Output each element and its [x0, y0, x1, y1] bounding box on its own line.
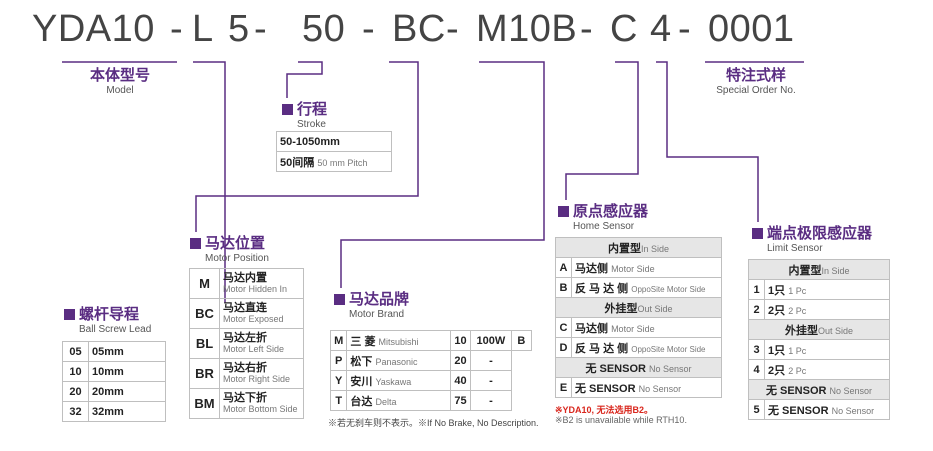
- home-sensor-note: ※B2 is unavailable while RTH10.: [555, 415, 687, 425]
- code-part-model: YDA10: [32, 8, 155, 50]
- square-bullet-icon: [558, 206, 569, 217]
- line-limit-sensor: [656, 61, 759, 222]
- line-lead: [193, 61, 226, 303]
- table-row: 50-1050mm: [276, 131, 392, 152]
- motor-brand-note: ※若无刹车则不表示。※If No Brake, No Description.: [328, 418, 539, 428]
- code-part-home-sensor: C: [610, 8, 638, 50]
- code-sep: -: [446, 8, 460, 50]
- home-sensor-note-red: ※YDA10, 无法选用B2。: [555, 405, 654, 415]
- motor-brand-table: M 三 菱 Mitsubishi 10 100W B P 松下 Panasoni…: [329, 330, 533, 411]
- code-part-motor-position: BC: [392, 8, 446, 50]
- line-motor-brand: [340, 61, 545, 288]
- table-row: 无 SENSOR No Sensor: [555, 357, 722, 378]
- motor-brand-header: 马达品牌 Motor Brand: [334, 288, 409, 320]
- model-label: 本体型号 Model: [89, 67, 150, 96]
- table-row: P 松下 Panasonic 20 -: [329, 350, 532, 371]
- code-part-special: 0001: [708, 8, 795, 50]
- stroke-table: 50-1050mm 50间隔 50 mm Pitch: [276, 131, 392, 172]
- lead-header: 螺杆导程 Ball Screw Lead: [64, 303, 151, 335]
- code-part-limit-sensor: 4: [650, 8, 672, 50]
- table-row: 无 SENSOR No Sensor: [748, 379, 890, 400]
- square-bullet-icon: [752, 228, 763, 239]
- table-row: T 台达 Delta 75 -: [329, 390, 532, 411]
- table-row: Y 安川 Yaskawa 40 -: [329, 370, 532, 391]
- line-motor-position: [195, 61, 419, 232]
- square-bullet-icon: [190, 238, 201, 249]
- table-row: 内置型In Side: [748, 259, 890, 280]
- special-order-label: 特注式样 Special Order No.: [716, 67, 796, 96]
- code-sep: -: [678, 8, 692, 50]
- code-sep: -: [170, 8, 184, 50]
- table-row: 50间隔 50 mm Pitch: [276, 151, 392, 172]
- code-sep: -: [362, 8, 376, 50]
- table-row: 外挂型Out Side: [748, 319, 890, 340]
- square-bullet-icon: [282, 104, 293, 115]
- square-bullet-icon: [334, 294, 345, 305]
- code-part-motor-brand: M10B: [476, 8, 578, 50]
- square-bullet-icon: [64, 309, 75, 320]
- stroke-header: 行程 Stroke: [282, 98, 327, 130]
- home-sensor-header: 原点感应器 Home Sensor: [558, 200, 648, 232]
- table-row: 内置型In Side: [555, 237, 722, 258]
- line-stroke: [286, 61, 323, 98]
- table-row: M 三 菱 Mitsubishi 10 100W B: [329, 330, 533, 351]
- code-sep: -: [580, 8, 594, 50]
- motor-position-header: 马达位置 Motor Position: [190, 232, 269, 264]
- table-row: 外挂型Out Side: [555, 297, 722, 318]
- line-home-sensor: [565, 61, 639, 200]
- code-part-letter: L: [192, 8, 214, 50]
- limit-sensor-header: 端点极限感应器 Limit Sensor: [752, 222, 872, 254]
- code-sep: -: [254, 8, 268, 50]
- code-part-stroke: 50: [302, 8, 346, 50]
- code-part-lead: 5: [228, 8, 250, 50]
